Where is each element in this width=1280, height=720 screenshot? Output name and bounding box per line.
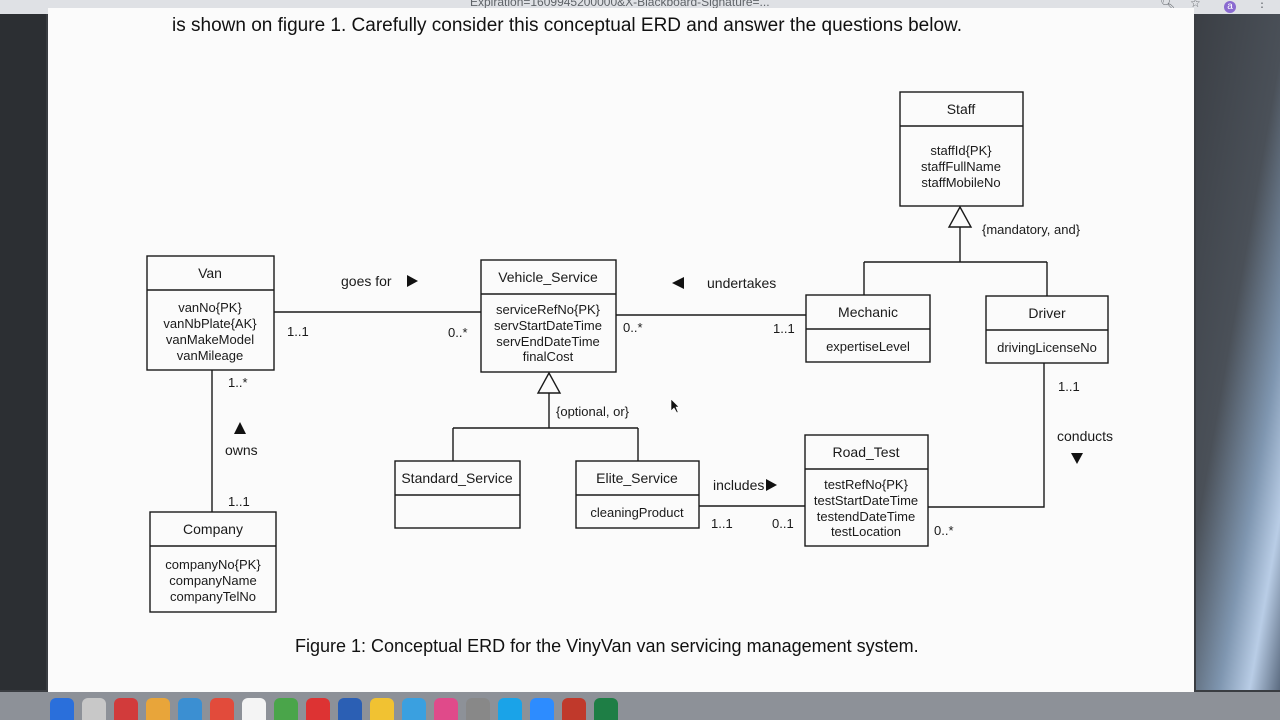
rel-undertakes-label: undertakes — [707, 275, 776, 291]
staff-attr: staffFullName — [921, 159, 1001, 174]
entity-company — [149, 511, 277, 613]
dock-app-yellow[interactable] — [370, 698, 394, 720]
company-attr: companyNo{PK} — [165, 557, 261, 572]
vehicle-service-attr: finalCost — [523, 349, 574, 364]
dock-app-appstore[interactable] — [402, 698, 426, 720]
desk-right-edge — [1196, 14, 1280, 690]
figure-caption: Figure 1: Conceptual ERD for the VinyVan… — [295, 636, 919, 656]
company-attr: companyTelNo — [170, 589, 256, 604]
entity-mechanic — [805, 294, 931, 363]
entity-staff — [899, 91, 1024, 207]
dock-app-blue[interactable] — [178, 698, 202, 720]
dock-app-excel[interactable] — [594, 698, 618, 720]
road-test-name: Road_Test — [833, 444, 900, 460]
bookmark-star-icon[interactable]: ☆ — [1190, 0, 1201, 10]
van-attr: vanMileage — [177, 348, 244, 363]
dock-app-chrome[interactable] — [306, 698, 330, 720]
arrow-conducts-icon — [1071, 453, 1083, 464]
dock-app-notes[interactable] — [242, 698, 266, 720]
van-attr: vanNo{PK} — [178, 300, 242, 315]
arrow-includes-icon — [766, 479, 777, 491]
mult-conducts-driver: 1..1 — [1058, 379, 1080, 394]
van-name: Van — [198, 265, 222, 281]
entity-vehicle-service — [480, 259, 617, 373]
elite-service-name: Elite_Service — [596, 470, 678, 486]
profile-avatar[interactable]: a — [1224, 1, 1236, 13]
dock-app-settings[interactable] — [466, 698, 490, 720]
mult-owns-company: 1..1 — [228, 494, 250, 509]
line-conducts — [928, 363, 1045, 508]
dock-app-orange[interactable] — [146, 698, 170, 720]
document-page — [48, 8, 1194, 692]
zoom-icon[interactable]: 🔍︎ — [1160, 0, 1176, 10]
dock-app-launchpad[interactable] — [82, 698, 106, 720]
address-bar-text[interactable]: Expiration=1609945200000&X-Blackboard-Si… — [470, 0, 770, 9]
dock-app-skype[interactable] — [498, 698, 522, 720]
road-test-attr: testendDateTime — [817, 509, 916, 524]
arrow-goes-for-icon — [407, 275, 418, 287]
constraint-service: {optional, or} — [556, 404, 630, 419]
os-dock — [0, 692, 1280, 720]
company-name: Company — [183, 521, 243, 537]
entity-van — [146, 255, 275, 371]
van-attr: vanNbPlate{AK} — [163, 316, 257, 331]
mult-conducts-roadtest: 0..* — [934, 523, 954, 538]
rel-conducts-label: conducts — [1057, 428, 1113, 444]
mult-includes-elite: 1..1 — [711, 516, 733, 531]
staff-attr: staffId{PK} — [930, 143, 992, 158]
mechanic-name: Mechanic — [838, 304, 898, 320]
company-attr: companyName — [169, 573, 256, 588]
arrow-undertakes-icon — [672, 277, 684, 289]
dock-app-word[interactable] — [338, 698, 362, 720]
vehicle-service-name: Vehicle_Service — [498, 269, 598, 285]
road-test-attr: testRefNo{PK} — [824, 477, 908, 492]
mult-undertakes-service: 0..* — [623, 320, 643, 335]
mechanic-attr: expertiseLevel — [826, 339, 910, 354]
staff-name: Staff — [947, 101, 976, 117]
rel-owns-label: owns — [225, 442, 258, 458]
vehicle-service-attr: serviceRefNo{PK} — [496, 302, 601, 317]
generalization-vehicle-service — [452, 371, 639, 461]
entity-standard-service — [394, 460, 521, 529]
dock-app-red[interactable] — [114, 698, 138, 720]
vehicle-service-attr: servStartDateTime — [494, 318, 602, 333]
driver-attr: drivingLicenseNo — [997, 340, 1097, 355]
dock-app-green[interactable] — [274, 698, 298, 720]
standard-service-name: Standard_Service — [401, 470, 513, 486]
intro-text: is shown on figure 1. Carefully consider… — [172, 15, 962, 36]
van-attr: vanMakeModel — [166, 332, 254, 347]
elite-service-attr: cleaningProduct — [590, 505, 684, 520]
dock-app-finder[interactable] — [50, 698, 74, 720]
dock-app-zoom[interactable] — [530, 698, 554, 720]
generalization-staff — [863, 205, 1048, 296]
menu-kebab-icon[interactable]: ⋮ — [1256, 0, 1268, 10]
mult-goes-for-van: 1..1 — [287, 324, 309, 339]
rel-includes-label: includes — [713, 477, 764, 493]
mouse-cursor-icon — [670, 398, 680, 414]
road-test-attr: testLocation — [831, 524, 901, 539]
mult-goes-for-service: 0..* — [448, 325, 468, 340]
dock-app-powerpoint[interactable] — [562, 698, 586, 720]
dock-app-music[interactable] — [434, 698, 458, 720]
arrow-owns-icon — [234, 422, 246, 434]
mult-undertakes-mechanic: 1..1 — [773, 321, 795, 336]
staff-attr: staffMobileNo — [921, 175, 1000, 190]
desk-left-edge — [0, 14, 46, 690]
entity-road-test — [804, 434, 929, 547]
dock-app-calendar[interactable] — [210, 698, 234, 720]
driver-name: Driver — [1028, 305, 1066, 321]
road-test-attr: testStartDateTime — [814, 493, 918, 508]
constraint-staff: {mandatory, and} — [982, 222, 1081, 237]
mult-includes-roadtest: 0..1 — [772, 516, 794, 531]
mult-owns-van: 1..* — [228, 375, 248, 390]
rel-goes-for-label: goes for — [341, 273, 392, 289]
vehicle-service-attr: servEndDateTime — [496, 334, 600, 349]
